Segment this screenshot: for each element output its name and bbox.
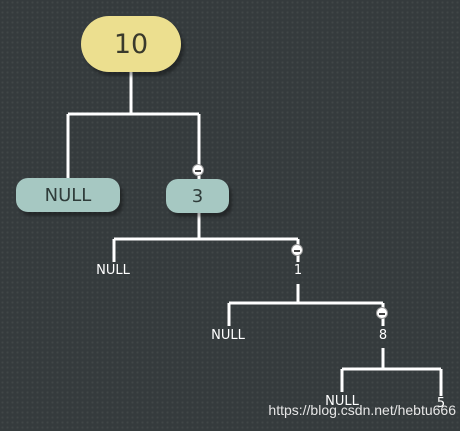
collapse-minus-icon[interactable] (376, 307, 388, 319)
node-8[interactable]: 8 (378, 328, 388, 343)
watermark-text: https://blog.csdn.net/hebtu666 (268, 402, 456, 418)
node-null-level4[interactable]: NULL (325, 394, 359, 409)
collapse-minus-icon[interactable] (291, 244, 303, 256)
root-node[interactable]: 10 (81, 16, 181, 72)
node-null-left-label: NULL (44, 184, 92, 206)
connector-root (66, 72, 201, 179)
node-null-level3[interactable]: NULL (211, 328, 245, 343)
root-node-label: 10 (113, 28, 149, 60)
node-3-label: 3 (191, 185, 204, 207)
node-null-left[interactable]: NULL (16, 178, 120, 212)
collapse-minus-icon[interactable] (192, 164, 204, 176)
connector-node-1 (227, 284, 385, 326)
connector-node-3 (112, 213, 300, 262)
connector-node-8 (340, 348, 443, 396)
node-null-level2[interactable]: NULL (96, 263, 130, 278)
node-1[interactable]: 1 (293, 263, 303, 278)
node-5[interactable]: 5 (436, 396, 446, 411)
node-3[interactable]: 3 (166, 179, 229, 213)
